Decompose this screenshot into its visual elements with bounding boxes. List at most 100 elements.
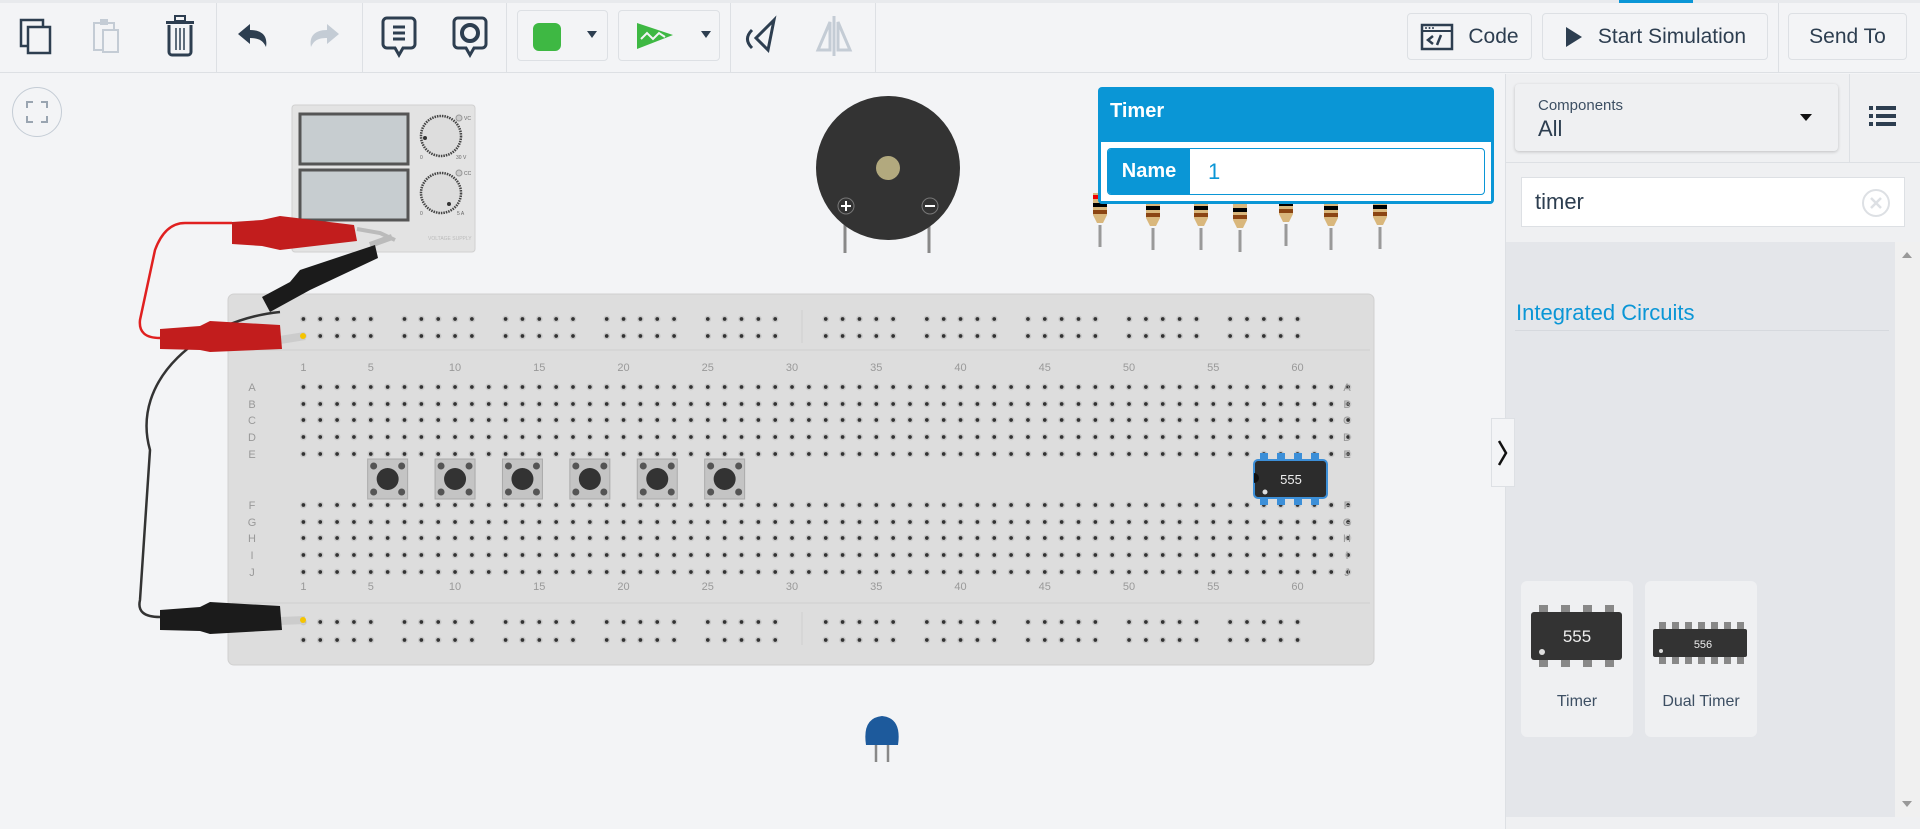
breadboard-hole[interactable] <box>620 518 627 526</box>
breadboard-hole[interactable] <box>1142 450 1150 458</box>
breadboard-hole[interactable] <box>1176 450 1183 458</box>
breadboard-hole[interactable] <box>889 636 897 644</box>
breadboard-hole[interactable] <box>316 568 324 576</box>
breadboard-hole[interactable] <box>653 400 661 408</box>
breadboard-hole[interactable] <box>1226 383 1234 391</box>
breadboard-hole[interactable] <box>603 501 611 509</box>
breadboard-hole[interactable] <box>1142 518 1150 526</box>
breadboard-hole[interactable] <box>1041 416 1049 424</box>
breadboard-hole[interactable] <box>957 332 964 340</box>
black-clip-supply[interactable] <box>262 234 394 312</box>
breadboard-hole[interactable] <box>1209 416 1217 424</box>
breadboard-hole[interactable] <box>1125 636 1133 644</box>
breadboard-hole[interactable] <box>805 400 813 408</box>
breadboard-hole[interactable] <box>906 534 914 542</box>
breadboard[interactable]: 1155101015152020252530303535404045455050… <box>227 293 1375 666</box>
breadboard-hole[interactable] <box>670 383 678 391</box>
breadboard-hole[interactable] <box>586 518 594 526</box>
breadboard-hole[interactable] <box>333 332 341 340</box>
breadboard-hole[interactable] <box>1108 518 1116 526</box>
breadboard-hole[interactable] <box>1108 400 1116 408</box>
breadboard-hole[interactable] <box>822 433 830 441</box>
breadboard-hole[interactable] <box>1024 315 1032 323</box>
breadboard-hole[interactable] <box>451 618 459 626</box>
breadboard-hole[interactable] <box>974 501 981 509</box>
breadboard-hole[interactable] <box>1327 400 1335 408</box>
breadboard-hole[interactable] <box>839 518 846 526</box>
breadboard-hole[interactable] <box>620 383 627 391</box>
breadboard-hole[interactable] <box>316 400 324 408</box>
breadboard-hole[interactable] <box>1260 636 1268 644</box>
breadboard-hole[interactable] <box>738 332 745 340</box>
breadboard-hole[interactable] <box>1159 568 1167 576</box>
breadboard-hole[interactable] <box>755 315 762 323</box>
breadboard-hole[interactable] <box>755 416 762 424</box>
breadboard-hole[interactable] <box>401 636 408 644</box>
breadboard-hole[interactable] <box>1159 618 1167 626</box>
breadboard-hole[interactable] <box>653 416 661 424</box>
breadboard-hole[interactable] <box>1226 433 1234 441</box>
breadboard-hole[interactable] <box>738 636 745 644</box>
breadboard-hole[interactable] <box>906 383 914 391</box>
breadboard-hole[interactable] <box>704 332 712 340</box>
breadboard-hole[interactable] <box>653 551 661 559</box>
breadboard-hole[interactable] <box>384 534 391 542</box>
breadboard-hole[interactable] <box>401 568 408 576</box>
breadboard-hole[interactable] <box>1260 568 1268 576</box>
breadboard-hole[interactable] <box>856 518 863 526</box>
breadboard-hole[interactable] <box>906 400 914 408</box>
breadboard-hole[interactable] <box>704 501 712 509</box>
breadboard-hole[interactable] <box>1243 568 1251 576</box>
breadboard-hole[interactable] <box>738 534 745 542</box>
fit-to-view-button[interactable] <box>12 87 62 137</box>
breadboard-hole[interactable] <box>1243 433 1251 441</box>
breadboard-hole[interactable] <box>1007 534 1015 542</box>
breadboard-hole[interactable] <box>1058 636 1066 644</box>
breadboard-hole[interactable] <box>434 618 442 626</box>
breadboard-hole[interactable] <box>1209 534 1217 542</box>
breadboard-hole[interactable] <box>940 332 948 340</box>
components-filter-dropdown[interactable]: Components All <box>1515 84 1838 151</box>
breadboard-hole[interactable] <box>569 315 577 323</box>
ceramic-capacitor[interactable] <box>865 716 899 762</box>
breadboard-hole[interactable] <box>653 315 661 323</box>
breadboard-hole[interactable] <box>805 518 813 526</box>
scrollbar[interactable] <box>1895 242 1920 817</box>
flip-button[interactable] <box>812 14 856 58</box>
breadboard-hole[interactable] <box>552 618 560 626</box>
breadboard-hole[interactable] <box>670 534 678 542</box>
breadboard-hole[interactable] <box>1327 518 1335 526</box>
breadboard-hole[interactable] <box>367 416 375 424</box>
breadboard-hole[interactable] <box>535 568 543 576</box>
breadboard-hole[interactable] <box>839 568 846 576</box>
breadboard-hole[interactable] <box>1226 315 1234 323</box>
breadboard-hole[interactable] <box>434 433 442 441</box>
breadboard-hole[interactable] <box>569 551 577 559</box>
breadboard-hole[interactable] <box>1075 618 1082 626</box>
breadboard-hole[interactable] <box>586 383 594 391</box>
breadboard-hole[interactable] <box>1193 450 1200 458</box>
breadboard-hole[interactable] <box>620 315 627 323</box>
breadboard-hole[interactable] <box>468 383 476 391</box>
breadboard-hole[interactable] <box>418 618 425 626</box>
breadboard-hole[interactable] <box>316 636 324 644</box>
breadboard-hole[interactable] <box>755 636 762 644</box>
breadboard-hole[interactable] <box>1277 416 1285 424</box>
breadboard-hole[interactable] <box>1092 315 1099 323</box>
breadboard-hole[interactable] <box>1092 416 1099 424</box>
resistor[interactable] <box>1233 198 1247 252</box>
breadboard-hole[interactable] <box>502 450 509 458</box>
breadboard-hole[interactable] <box>620 534 627 542</box>
breadboard-hole[interactable] <box>957 383 964 391</box>
breadboard-hole[interactable] <box>586 450 594 458</box>
breadboard-hole[interactable] <box>485 450 493 458</box>
breadboard-hole[interactable] <box>670 332 678 340</box>
breadboard-hole[interactable] <box>1277 534 1285 542</box>
breadboard-hole[interactable] <box>1327 433 1335 441</box>
scroll-up-icon[interactable] <box>1902 252 1912 258</box>
breadboard-hole[interactable] <box>738 400 745 408</box>
breadboard-hole[interactable] <box>552 450 560 458</box>
breadboard-hole[interactable] <box>1193 400 1200 408</box>
breadboard-hole[interactable] <box>653 501 661 509</box>
breadboard-hole[interactable] <box>1024 518 1032 526</box>
